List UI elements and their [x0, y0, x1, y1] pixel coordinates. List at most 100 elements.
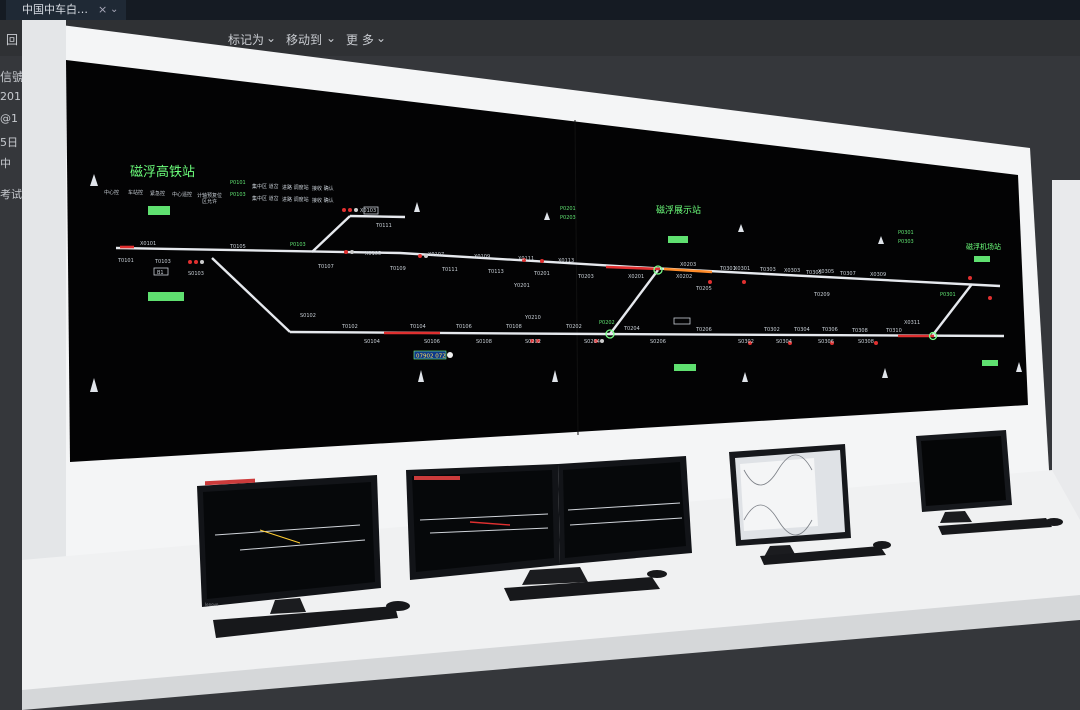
- track-label: X0311: [904, 320, 920, 326]
- track-label: T0109: [389, 266, 406, 272]
- mouse-1: [386, 601, 410, 611]
- panel-code: P0101: [230, 180, 246, 186]
- track-label: X0111: [518, 256, 534, 262]
- panel-code: P0201: [560, 206, 576, 212]
- route-label: 进路 调度站: [282, 196, 309, 203]
- track-label: T0105: [229, 244, 246, 250]
- track-label: S0103: [188, 271, 204, 277]
- keyboard-1: [213, 606, 398, 638]
- track-label: T0204: [623, 326, 640, 332]
- track-label: X0107: [428, 252, 444, 258]
- track-label: T0307: [839, 271, 856, 277]
- track-label: T0103: [154, 259, 171, 265]
- track-labels: X0101 T0101 T0103 S0103 T0105 P0103 T010…: [117, 208, 956, 345]
- monitor-3: [522, 456, 692, 585]
- monitor-1: lenovo: [197, 475, 381, 614]
- ahead-id: Y0201: [513, 283, 530, 289]
- antenna-icon: [544, 212, 550, 220]
- route-section: [663, 267, 713, 274]
- track-label: T0308: [851, 328, 868, 334]
- track-label: T0201: [533, 271, 550, 277]
- monitor-5: [916, 430, 1012, 523]
- track-label: X0113: [558, 258, 574, 264]
- track-label: X0105: [365, 251, 381, 257]
- track-label: T0203: [577, 274, 594, 280]
- track-label: S0108: [476, 339, 492, 345]
- track-label: T0111: [375, 223, 392, 229]
- monitor-2: [406, 464, 560, 580]
- keyboard-2: [504, 577, 660, 601]
- route-label: 接收 确认: [312, 197, 334, 204]
- tab-close-icon[interactable]: ×: [98, 3, 108, 16]
- antenna-icon: [90, 174, 98, 186]
- toolbar-button-move-to[interactable]: 移动到: [286, 33, 323, 47]
- keyboard-3: [760, 546, 886, 565]
- track-label: X0103: [360, 208, 376, 214]
- block-box: [363, 206, 379, 215]
- panel-code: P0103: [230, 192, 246, 198]
- track-label: X0303: [784, 268, 800, 274]
- track-label: T0111: [441, 267, 458, 273]
- tab-list-icon[interactable]: ⌄: [110, 4, 119, 15]
- track-label: T0306: [821, 327, 838, 333]
- track-label: S0104: [364, 339, 380, 345]
- track-label: X0203: [680, 262, 696, 268]
- mouse-2: [647, 570, 667, 578]
- chevron-down-icon[interactable]: ⌄: [326, 31, 337, 45]
- status-indicator: [668, 236, 688, 243]
- toolbar-button-more[interactable]: 更 多: [346, 33, 374, 47]
- track-label: X0301: [734, 266, 750, 272]
- monitor-brand: lenovo: [205, 602, 219, 607]
- track-crossover: [211, 257, 291, 333]
- control-label: 中心遥控: [172, 191, 192, 198]
- track-label: X0305: [818, 269, 834, 275]
- monitor-4: [729, 444, 851, 557]
- track-label: T0107: [317, 264, 334, 270]
- track-label: T0202: [565, 324, 582, 330]
- track-label: S0206: [650, 339, 666, 345]
- track-label: T0301: [719, 266, 736, 272]
- antenna-icon: [90, 378, 98, 392]
- antenna-icon: [418, 370, 424, 382]
- track-label: T0304: [793, 327, 810, 333]
- track-label: S0202: [525, 339, 541, 345]
- train-id-box: [413, 350, 447, 360]
- screen-seam: [574, 119, 579, 436]
- track-label: P0202: [599, 320, 615, 326]
- track-label: T0209: [813, 292, 830, 298]
- antenna-icon: [882, 368, 888, 378]
- status-indicator: [974, 256, 990, 262]
- antenna-icon: [742, 372, 748, 382]
- route-label: 集中区 道岔: [252, 183, 279, 190]
- status-indicator: [148, 206, 170, 215]
- track-label: T0113: [487, 269, 504, 275]
- panel-code: P0203: [560, 215, 576, 221]
- toolbar-button-back[interactable]: 回: [6, 33, 19, 47]
- track-label: T0205: [695, 286, 712, 292]
- track-crossover: [931, 283, 973, 337]
- antenna-icon: [552, 370, 558, 382]
- left-fragment-6: 考试: [0, 188, 22, 201]
- track-label: T0310: [885, 328, 902, 334]
- track-label: T0104: [409, 324, 426, 330]
- track-label: S0308: [858, 339, 874, 345]
- track-label: X0202: [676, 274, 692, 280]
- browser-tab[interactable]: 中国中车白… ×: [6, 0, 126, 20]
- track-label: X0309: [870, 272, 886, 278]
- track-label: S0102: [300, 313, 316, 319]
- track-label: S0302: [738, 339, 754, 345]
- control-label: 紧急控: [150, 190, 165, 197]
- chevron-down-icon[interactable]: ⌄: [376, 31, 387, 45]
- antenna-icon: [414, 202, 420, 212]
- track-label: P0301: [940, 292, 956, 298]
- keyboard-4: [938, 518, 1052, 535]
- status-indicator: [674, 364, 696, 371]
- chevron-down-icon[interactable]: ⌄: [266, 31, 277, 45]
- track-label: T0206: [695, 327, 712, 333]
- track-siding-branch: [311, 215, 351, 253]
- station-title-1: 磁浮高铁站: [130, 164, 195, 180]
- toolbar-button-mark-as[interactable]: 标记为: [228, 33, 265, 47]
- track-label: S0304: [776, 339, 792, 345]
- track-label: T0303: [759, 267, 776, 273]
